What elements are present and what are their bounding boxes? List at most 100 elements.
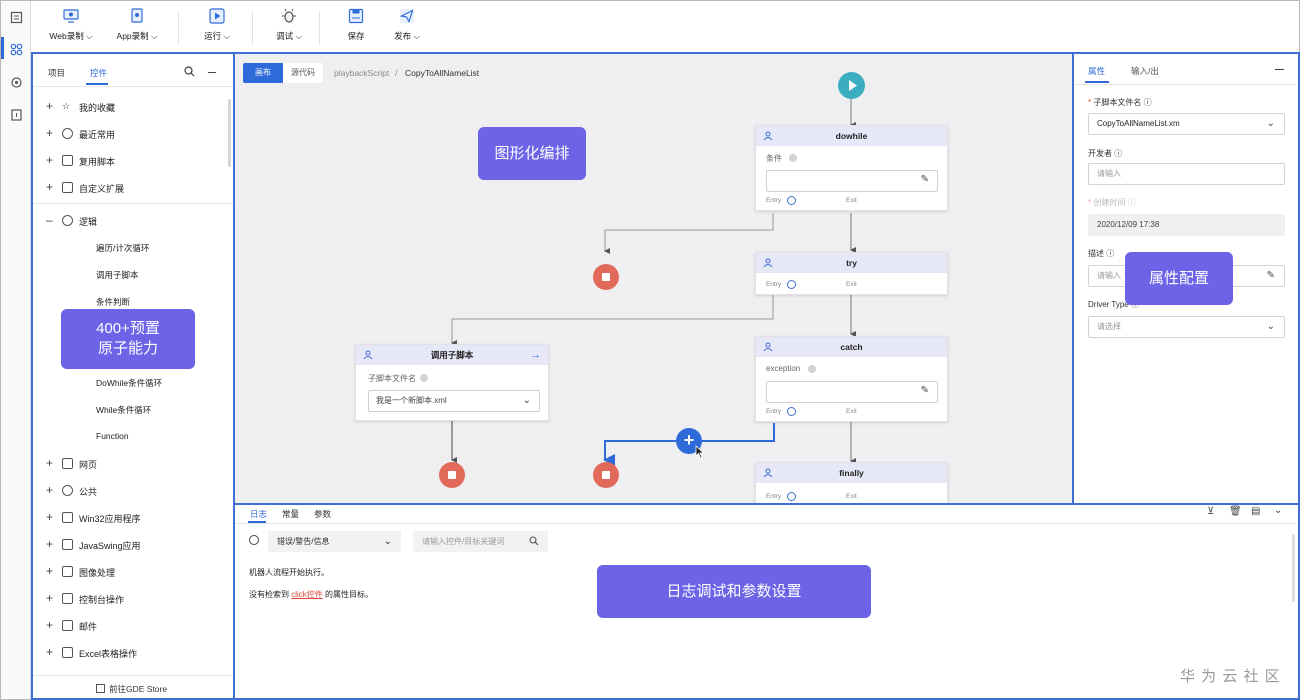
stop-node[interactable] <box>439 462 465 488</box>
tab-io[interactable]: 输入/出 <box>1131 66 1159 76</box>
clipboard-icon[interactable] <box>10 108 23 121</box>
entry-port-icon[interactable] <box>787 196 796 205</box>
play-icon <box>849 80 857 91</box>
placeholder: 请输入控件/目标关键词 <box>422 537 505 546</box>
stop-node[interactable] <box>593 264 619 290</box>
tree-item-favorites[interactable]: +☆我的收藏 <box>32 97 222 117</box>
node-call-subscript[interactable]: 调用子脚本→ 子脚本文件名 我是一个新脚本.xml⌄ <box>355 344 549 421</box>
tree-item-custom[interactable]: +自定义扩展 <box>32 178 222 198</box>
node-try[interactable]: try Entry Exit <box>755 252 948 295</box>
settings-icon[interactable] <box>10 76 23 89</box>
tree-item-label: 自定义扩展 <box>79 184 125 194</box>
log-link[interactable]: click控件 <box>291 590 323 599</box>
trash-icon[interactable]: 🗑 <box>1229 506 1242 517</box>
tree-item-console[interactable]: +控制台操作 <box>32 589 222 609</box>
tab-controls[interactable]: 控件 <box>90 68 108 78</box>
export-icon[interactable]: ▤ <box>1251 506 1261 517</box>
start-node[interactable] <box>838 72 865 99</box>
node-catch[interactable]: catch exception ✎ Entry Exit <box>755 336 948 422</box>
run-button[interactable]: 运行 ⌵ <box>200 7 234 42</box>
tree-item-common[interactable]: +公共 <box>32 481 222 501</box>
chevron-down-icon[interactable]: ⌄ <box>1274 505 1283 516</box>
exception-input[interactable]: ✎ <box>766 381 938 403</box>
collapse-icon[interactable] <box>208 72 216 73</box>
expand-icon: + <box>46 564 54 578</box>
scrollbar[interactable] <box>228 99 231 167</box>
debug-button[interactable]: 调试 ⌵ <box>272 7 306 42</box>
level-select[interactable]: 错误/警告/信息⌄ <box>268 531 401 552</box>
tree-item-win32[interactable]: +Win32应用程序 <box>32 508 222 528</box>
node-dowhile[interactable]: dowhile 条件 ✎ Entry Exit <box>755 125 948 211</box>
logic-item-call-sub[interactable]: 调用子脚本 <box>96 270 139 280</box>
placeholder: 请选择 <box>1097 322 1121 331</box>
components-icon[interactable] <box>10 43 23 56</box>
search-input[interactable]: 请输入控件/目标关键词 <box>413 531 548 552</box>
tree-item-web[interactable]: +网页 <box>32 454 222 474</box>
entry-port-icon[interactable] <box>787 280 796 289</box>
collapse-icon[interactable] <box>1275 69 1284 70</box>
logic-item-function[interactable]: Function <box>96 431 129 441</box>
subscript-select[interactable]: 我是一个新脚本.xml⌄ <box>368 390 540 412</box>
arrow-right-icon[interactable]: → <box>530 349 541 361</box>
node-header: dowhile <box>756 126 947 146</box>
tab-canvas[interactable]: 画布 <box>243 63 283 83</box>
toolbar-divider <box>252 11 253 45</box>
tree-item-label: Excel表格操作 <box>79 649 138 659</box>
app-record-button[interactable]: App录制 ⌵ <box>112 7 162 42</box>
tree-item-mail[interactable]: +邮件 <box>32 616 222 636</box>
tree-item-excel[interactable]: + Excel表格操作 <box>32 643 222 663</box>
developer-label-text: 开发者 <box>1088 149 1112 158</box>
search-icon[interactable] <box>184 66 195 77</box>
select-value: CopyToAllNameList.xm <box>1097 119 1180 128</box>
node-finally[interactable]: finally Entry Exit <box>755 462 948 504</box>
logic-item-condition[interactable]: 条件判断 <box>96 297 131 307</box>
tab-source[interactable]: 源代码 <box>283 63 323 83</box>
tree-item-javaswing[interactable]: +JavaSwing应用 <box>32 535 222 555</box>
driver-select[interactable]: 请选择⌄ <box>1088 316 1285 338</box>
flow-canvas[interactable]: 画布 源代码 playbackScript / CopyToAllNameLis… <box>235 53 1073 504</box>
tree-item-logic[interactable]: –逻辑 <box>32 211 222 231</box>
stop-node[interactable] <box>593 462 619 488</box>
document-icon[interactable] <box>10 11 23 24</box>
tab-parameters[interactable]: 参数 <box>314 509 332 519</box>
publish-button[interactable]: 发布 ⌵ <box>390 7 424 42</box>
excel-icon <box>62 647 73 658</box>
logic-item-loop[interactable]: 遍历/计次循环 <box>96 243 150 253</box>
expand-icon: + <box>46 645 54 659</box>
tree-item-recent[interactable]: +最近常用 <box>32 124 222 144</box>
logic-item-while[interactable]: While条件循环 <box>96 405 152 415</box>
entry-port-icon[interactable] <box>787 407 796 416</box>
driver-label-text: Driver Type <box>1088 300 1129 309</box>
app-record-icon <box>131 8 143 23</box>
entry-port-icon[interactable] <box>787 492 796 501</box>
tree-item-reuse[interactable]: +复用脚本 <box>32 151 222 171</box>
tab-constants[interactable]: 常量 <box>282 509 300 519</box>
edit-icon[interactable]: ✎ <box>920 385 929 396</box>
search-icon[interactable] <box>529 536 539 546</box>
image-icon <box>62 566 73 577</box>
clear-filter-icon[interactable]: ⊻ <box>1207 506 1215 517</box>
scrollbar[interactable] <box>1292 534 1295 602</box>
web-record-button[interactable]: Web录制 ⌵ <box>46 7 96 42</box>
sub-file-select[interactable]: CopyToAllNameList.xm⌄ <box>1088 113 1285 135</box>
edit-icon[interactable]: ✎ <box>1266 270 1275 281</box>
developer-input[interactable]: 请输入 <box>1088 163 1285 185</box>
node-icon <box>763 342 773 352</box>
created-value: 2020/12/09 17:38 <box>1097 220 1160 229</box>
desc-label-text: 描述 <box>1088 249 1104 258</box>
person-icon <box>62 215 73 226</box>
tab-log[interactable]: 日志 <box>250 509 268 519</box>
tree-item-image[interactable]: +图像处理 <box>32 562 222 582</box>
store-link[interactable]: 前往GDE Store <box>96 683 167 695</box>
logic-item-dowhile[interactable]: DoWhile条件循环 <box>96 378 163 388</box>
edit-icon[interactable]: ✎ <box>920 174 929 185</box>
save-button[interactable]: 保存 <box>342 7 370 42</box>
tab-project[interactable]: 项目 <box>48 68 66 78</box>
app-record-label: App录制 <box>116 31 149 41</box>
condition-input[interactable]: ✎ <box>766 170 938 192</box>
field-label: 子脚本文件名 <box>368 374 416 383</box>
select-value: 错误/警告/信息 <box>277 537 330 546</box>
tab-properties[interactable]: 属性 <box>1088 66 1106 76</box>
breadcrumb-root[interactable]: playbackScript <box>334 68 390 78</box>
expand-icon: + <box>46 126 54 140</box>
